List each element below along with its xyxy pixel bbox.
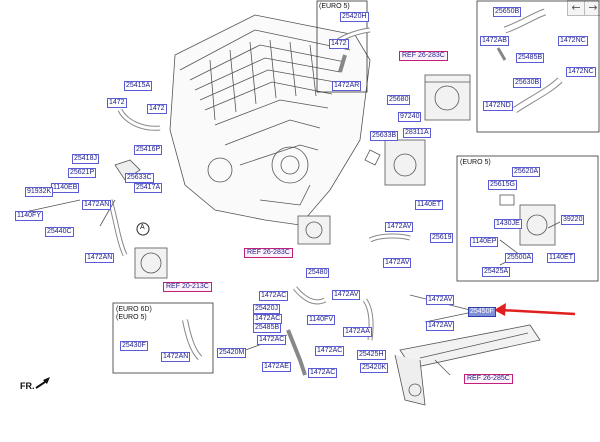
part-label[interactable]: 1140FY [15, 211, 43, 221]
part-label[interactable]: 1430JE [494, 219, 522, 229]
part-label[interactable]: 25485B [253, 323, 282, 333]
part-label[interactable]: 1472 [329, 39, 349, 49]
part-label[interactable]: 28311A [403, 128, 431, 138]
part-label[interactable]: 25615G [488, 180, 517, 190]
part-label[interactable]: 1472ND [483, 101, 513, 111]
part-label[interactable]: 1472AC [257, 335, 287, 345]
part-label[interactable]: 25425H [357, 350, 386, 360]
part-label[interactable]: 1472 [107, 98, 127, 108]
part-label[interactable]: 1140EB [51, 183, 80, 193]
part-label[interactable]: 1472AV [426, 321, 455, 331]
part-label[interactable]: 25416P [134, 145, 163, 155]
part-label[interactable]: 39220 [561, 215, 585, 225]
part-label[interactable]: 1472 [147, 104, 167, 114]
part-label[interactable]: 1472AC [259, 291, 289, 301]
part-label[interactable]: 1472AA [343, 327, 372, 337]
part-label[interactable]: 1472NC [558, 36, 588, 46]
part-label[interactable]: 25680 [387, 95, 411, 105]
part-label[interactable]: 1472AC [308, 368, 338, 378]
part-label[interactable]: 1472AV [383, 258, 412, 268]
part-label[interactable]: 1472AN [82, 200, 112, 210]
part-label[interactable]: 25480 [306, 268, 330, 278]
part-label[interactable]: 1472AV [426, 295, 455, 305]
part-label[interactable]: 25650B [493, 7, 522, 17]
part-label[interactable]: 1472NC [566, 67, 596, 77]
reference-link[interactable]: REF 26-283C [399, 51, 448, 61]
part-label[interactable]: 25500A [505, 253, 534, 263]
part-label[interactable]: 25633C [125, 173, 154, 183]
part-label[interactable]: 25420K [360, 363, 389, 373]
part-label[interactable]: 1472AV [385, 222, 414, 232]
part-label[interactable]: 1472AE [262, 362, 291, 372]
part-label[interactable]: 25440C [45, 227, 74, 237]
part-label[interactable]: 97240 [398, 112, 422, 122]
part-label[interactable]: 25619 [430, 233, 454, 243]
euro6d-left-title: (EURO 6D) [116, 306, 152, 313]
part-label[interactable]: 1140EP [470, 237, 499, 247]
highlight-arrow [494, 303, 576, 316]
arrow-right-icon: → [588, 1, 598, 14]
front-label: FR. [20, 381, 35, 391]
euro5-right-title: (EURO 5) [460, 159, 491, 166]
part-label[interactable]: 1472AV [332, 290, 361, 300]
next-arrow-button[interactable]: → [584, 0, 600, 16]
part-label[interactable]: 25425A [482, 267, 511, 277]
part-label[interactable]: 25420J [253, 304, 280, 314]
euro5-left-title: (EURO 5) [116, 314, 147, 321]
callout-a: A [140, 224, 145, 231]
part-label[interactable]: 25415A [124, 81, 153, 91]
arrow-left-icon: ← [571, 1, 581, 14]
part-label[interactable]: 25430F [120, 341, 148, 351]
part-label[interactable]: 1140FV [307, 315, 335, 325]
reference-link[interactable]: REF 20-213C [163, 282, 212, 292]
reference-link[interactable]: REF 26-283C [244, 248, 293, 258]
part-label[interactable]: 1472AN [161, 352, 191, 362]
part-label[interactable]: 25621P [68, 168, 97, 178]
part-label[interactable]: 25417A [134, 183, 163, 193]
part-label[interactable]: 1140ET [415, 200, 443, 210]
reference-link[interactable]: REF 26-285C [464, 374, 513, 384]
part-label[interactable]: 25420M [217, 348, 247, 358]
front-direction-icon [35, 377, 50, 389]
selected-part-label[interactable]: 25450F [468, 307, 496, 317]
part-label[interactable]: 25420H [340, 12, 369, 22]
part-label[interactable]: 1472AR [332, 81, 362, 91]
part-label[interactable]: 1472AC [315, 346, 345, 356]
part-label[interactable]: 1472AN [85, 253, 115, 263]
euro5-top-title: (EURO 5) [319, 3, 350, 10]
part-label[interactable]: 1140ET [547, 253, 575, 263]
part-label[interactable]: 1472AB [480, 36, 509, 46]
part-label[interactable]: 25418J [72, 154, 99, 164]
part-label[interactable]: 25620A [512, 167, 541, 177]
part-label[interactable]: 91932K [25, 187, 54, 197]
part-label[interactable]: 25633B [370, 131, 399, 141]
part-label[interactable]: 25630B [513, 78, 542, 88]
part-label[interactable]: 25485B [516, 53, 545, 63]
